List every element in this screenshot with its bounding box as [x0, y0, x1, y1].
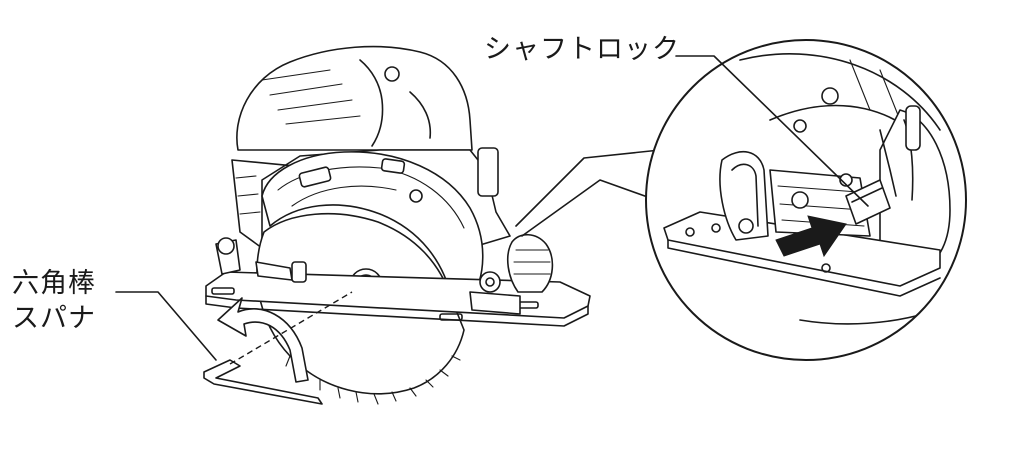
circular-saw [205, 45, 591, 405]
detail-zoom-circle [645, 39, 967, 361]
hex-wrench-label-line2: スパナ [12, 303, 96, 334]
shaft-lock-label: シャフトロック [484, 34, 680, 65]
callout-connector [515, 149, 661, 237]
hex-wrench-leader [115, 291, 217, 361]
hex-wrench-label-line1: 六角棒 [12, 268, 96, 299]
hex-wrench [203, 291, 353, 405]
rotation-arrow [217, 297, 309, 383]
shaft-lock-leader [675, 55, 869, 207]
